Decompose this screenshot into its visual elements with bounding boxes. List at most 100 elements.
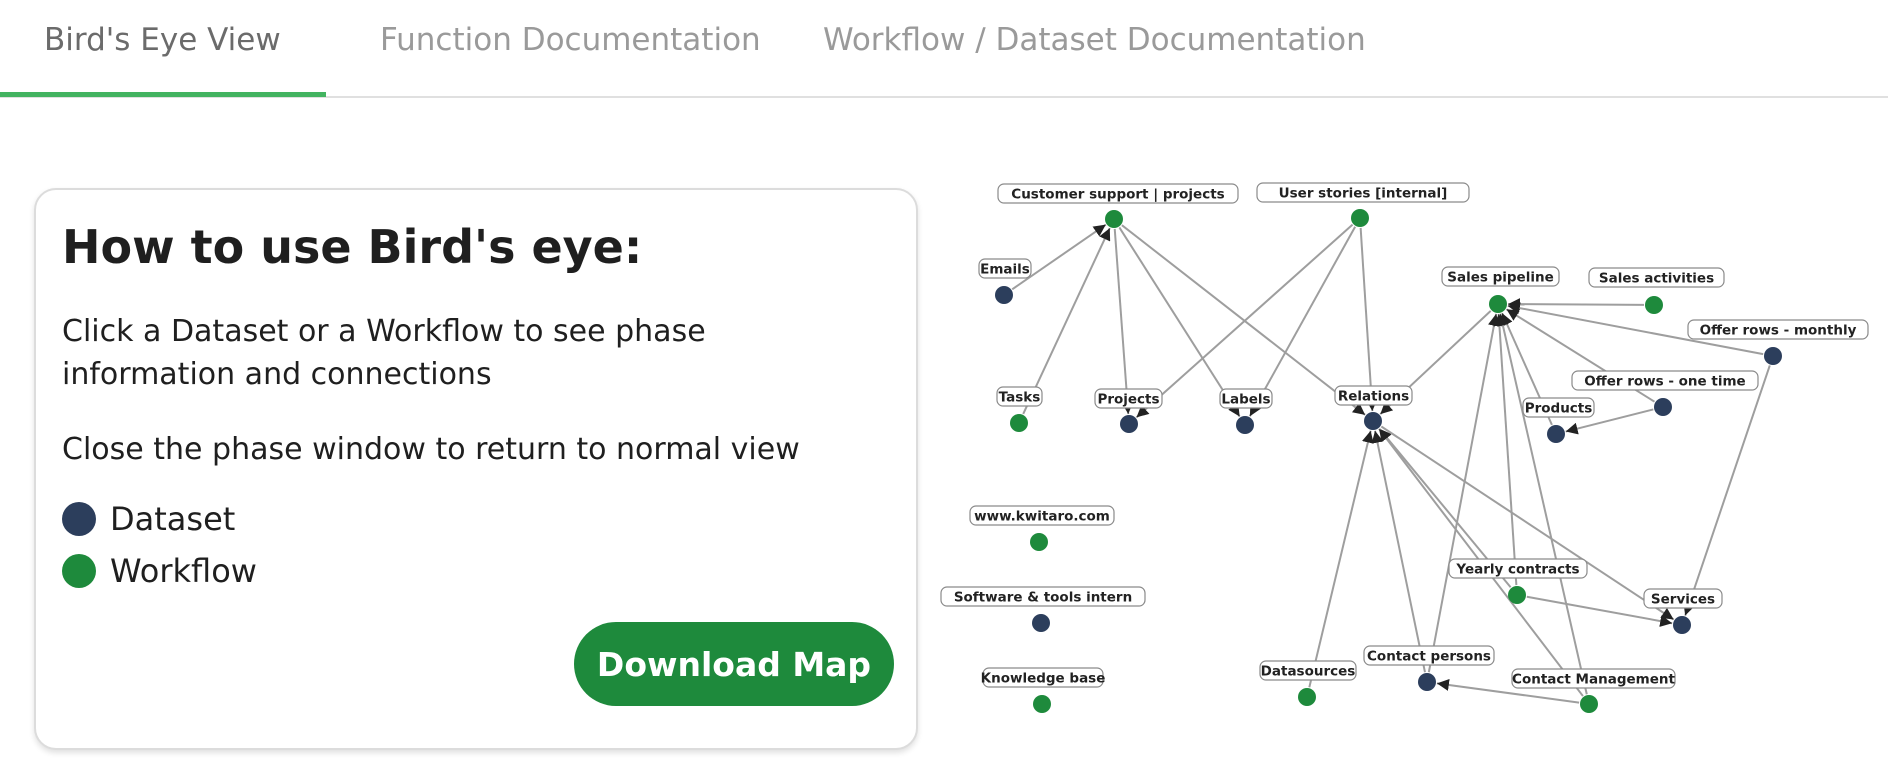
node-label: Customer support | projects [1011, 187, 1224, 203]
map-node-software-tools[interactable]: Software & tools intern [940, 586, 1146, 632]
node-label-box [1363, 645, 1495, 666]
node-label: Services [1651, 592, 1715, 608]
node-label: Sales pipeline [1447, 270, 1553, 286]
node-label-box [978, 258, 1032, 279]
workflow-node-dot[interactable] [1645, 296, 1663, 314]
edge-yearly_contracts-to-sales_pipeline [1493, 313, 1518, 586]
node-label-box [1441, 266, 1560, 287]
map-node-relations[interactable]: Relations [1334, 385, 1413, 430]
workflow-node-dot[interactable] [1010, 414, 1028, 432]
node-label: Datasources [1261, 664, 1356, 680]
edge-offer_monthly-to-services [1683, 365, 1771, 616]
edge-datasources-to-relations [1308, 430, 1374, 688]
edge-yearly_contracts-to-services [1526, 595, 1673, 627]
node-label-box [1522, 397, 1595, 418]
dataset-node-dot[interactable] [1418, 673, 1436, 691]
node-label: Products [1525, 401, 1593, 417]
edge-user_stories-to-relations [1359, 227, 1378, 412]
map-node-sales-pipeline[interactable]: Sales pipeline [1441, 266, 1560, 313]
help-card: How to use Bird's eye: Click a Dataset o… [34, 188, 918, 750]
edge-sales_activities-to-sales_pipeline [1507, 298, 1645, 311]
dataset-node-dot[interactable] [1764, 347, 1782, 365]
node-label-box [1571, 370, 1759, 391]
node-label: Knowledge base [981, 671, 1106, 687]
tab-function-documentation[interactable]: Function Documentation [380, 22, 761, 58]
dataset-node-dot[interactable] [1236, 416, 1254, 434]
node-label-box [997, 183, 1239, 204]
node-label: Software & tools intern [954, 590, 1132, 606]
help-instruction-close: Close the phase window to return to norm… [62, 432, 800, 467]
map-node-customer-support[interactable]: Customer support | projects [997, 183, 1239, 228]
map-node-contact-persons[interactable]: Contact persons [1363, 645, 1495, 691]
node-label-box [940, 586, 1146, 607]
map-node-emails[interactable]: Emails [978, 258, 1032, 304]
map-node-kwitaro[interactable]: www.kwitaro.com [969, 505, 1115, 551]
map-node-services[interactable]: Services [1643, 588, 1723, 634]
map-node-user-stories[interactable]: User stories [internal] [1256, 182, 1470, 227]
workflow-node-dot[interactable] [1030, 533, 1048, 551]
download-map-button[interactable]: Download Map [574, 622, 894, 706]
tab-bar: Bird's Eye View Function Documentation W… [0, 0, 1888, 98]
map-node-sales-activities[interactable]: Sales activities [1588, 267, 1725, 314]
edge-contact_persons-to-sales_pipeline [1427, 313, 1500, 673]
edge-contact_persons-to-relations [1371, 430, 1426, 673]
dataset-node-dot[interactable] [995, 286, 1013, 304]
node-label-box [996, 386, 1043, 407]
map-node-offer-monthly[interactable]: Offer rows - monthly [1687, 319, 1869, 365]
node-label: www.kwitaro.com [974, 509, 1110, 525]
edge-customer_support-to-labels [1118, 226, 1241, 418]
map-node-products[interactable]: Products [1522, 397, 1595, 443]
node-label: Offer rows - one time [1584, 374, 1745, 390]
edge-user_stories-to-labels [1248, 226, 1357, 417]
legend-dataset: Dataset [62, 500, 235, 538]
dataset-node-dot[interactable] [1654, 398, 1672, 416]
map-node-projects[interactable]: Projects [1094, 388, 1163, 433]
map-node-tasks[interactable]: Tasks [996, 386, 1043, 432]
node-label: Yearly contracts [1455, 562, 1579, 578]
workflow-node-dot[interactable] [1105, 210, 1123, 228]
active-tab-indicator [0, 92, 326, 97]
map-node-knowledge-base[interactable]: Knowledge base [981, 667, 1106, 713]
edge-relations-to-services [1380, 425, 1675, 621]
edge-customer_support-to-projects [1113, 228, 1134, 415]
birds-eye-map[interactable]: Customer support | projects User stories … [930, 170, 1880, 740]
workflow-node-dot[interactable] [1033, 695, 1051, 713]
dataset-node-dot[interactable] [1032, 614, 1050, 632]
workflow-node-dot[interactable] [1508, 586, 1526, 604]
nodes-layer: Customer support | projects User stories … [940, 182, 1869, 713]
node-label-box [1256, 182, 1470, 203]
edge-customer_support-to-relations [1121, 224, 1366, 416]
edge-tasks-to-customer_support [1022, 227, 1111, 415]
dataset-node-dot[interactable] [1364, 412, 1382, 430]
edge-offer_monthly-to-sales_pipeline [1507, 302, 1764, 356]
node-label-box [1643, 588, 1723, 609]
node-label-box [1687, 319, 1869, 340]
dataset-node-dot[interactable] [1120, 415, 1138, 433]
dataset-dot-icon [62, 502, 96, 536]
workflow-node-dot[interactable] [1580, 695, 1598, 713]
dataset-node-dot[interactable] [1673, 616, 1691, 634]
node-label: Sales activities [1599, 271, 1714, 287]
tab-workflow-dataset-documentation[interactable]: Workflow / Dataset Documentation [823, 22, 1366, 58]
workflow-node-dot[interactable] [1489, 295, 1507, 313]
map-node-labels[interactable]: Labels [1219, 388, 1273, 434]
node-label-box [1511, 668, 1676, 689]
map-node-yearly-contracts[interactable]: Yearly contracts [1448, 558, 1588, 604]
node-label: Relations [1338, 389, 1409, 405]
help-title: How to use Bird's eye: [62, 220, 643, 274]
tab-birds-eye-view[interactable]: Bird's Eye View [44, 22, 281, 58]
map-node-datasources[interactable]: Datasources [1259, 660, 1357, 706]
node-label-box [1259, 660, 1357, 681]
node-label-box [1334, 385, 1413, 406]
node-label: Labels [1221, 392, 1270, 408]
edge-offer_onetime-to-products [1565, 408, 1654, 435]
map-node-offer-onetime[interactable]: Offer rows - one time [1571, 370, 1759, 416]
workflow-node-dot[interactable] [1351, 209, 1369, 227]
workflow-node-dot[interactable] [1298, 688, 1316, 706]
legend-workflow-label: Workflow [110, 552, 257, 590]
map-node-contact-management[interactable]: Contact Management [1511, 668, 1676, 713]
node-label: Tasks [999, 390, 1041, 406]
node-label: Contact persons [1367, 649, 1491, 665]
edge-contact_management-to-sales_pipeline [1497, 313, 1588, 695]
dataset-node-dot[interactable] [1547, 425, 1565, 443]
